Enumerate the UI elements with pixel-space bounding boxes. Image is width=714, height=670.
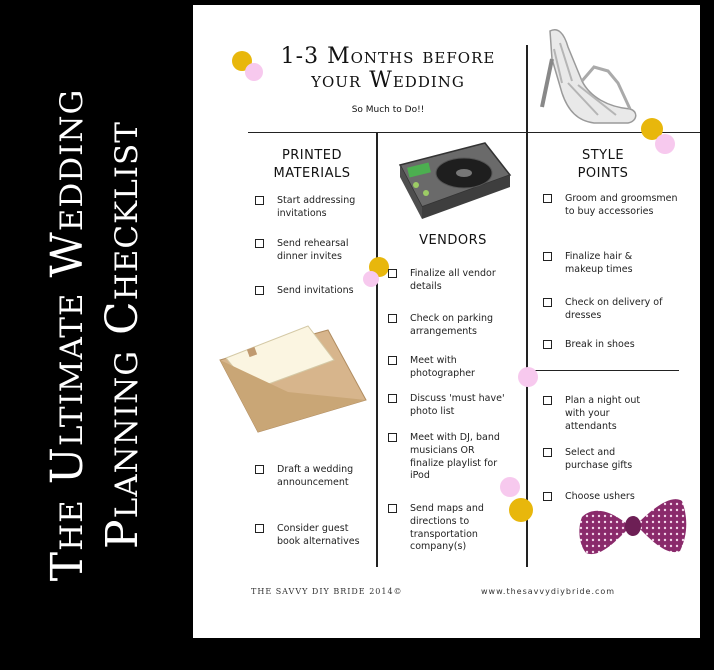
checklist-item[interactable]: Finalize hair & makeup times	[543, 251, 653, 277]
checklist-item[interactable]: Meet with DJ, band musicians OR finalize…	[388, 432, 506, 483]
checkbox[interactable]	[388, 356, 397, 365]
checklist-item[interactable]: Choose ushers	[543, 491, 673, 504]
checkbox[interactable]	[543, 252, 552, 261]
vertical-divider-right	[526, 132, 528, 567]
checkbox[interactable]	[543, 448, 552, 457]
checkbox[interactable]	[255, 524, 264, 533]
pink-dot	[655, 134, 675, 154]
checklist-item[interactable]: Plan a night out with your attendants	[543, 395, 653, 433]
checklist-item[interactable]: Check on parking arrangements	[388, 313, 520, 339]
side-title: The Ultimate Wedding Planning Checklist	[0, 0, 190, 670]
vendors-heading: VENDORS	[419, 233, 487, 248]
checkbox[interactable]	[388, 394, 397, 403]
checkbox[interactable]	[543, 194, 552, 203]
footer-copyright: THE SAVVY DIY BRIDE 2014©	[251, 587, 403, 596]
checkbox[interactable]	[543, 492, 552, 501]
style-points-heading: STYLE POINTS	[577, 148, 629, 181]
dj-turntable-icon	[398, 142, 512, 219]
checkbox[interactable]	[543, 298, 552, 307]
envelope-icon	[219, 325, 367, 433]
pink-dot	[518, 367, 538, 387]
gold-dot	[641, 118, 663, 140]
gold-dot	[509, 498, 533, 522]
checkbox[interactable]	[255, 196, 264, 205]
checkbox[interactable]	[255, 286, 264, 295]
style-section-divider	[533, 370, 679, 371]
pink-dot	[363, 271, 379, 287]
vertical-divider-top	[526, 45, 528, 133]
horizontal-divider	[248, 132, 700, 133]
side-title-line2: Planning Checklist	[97, 121, 148, 549]
page-subtitle: So Much to Do!!	[351, 105, 425, 115]
pink-dot	[245, 63, 263, 81]
page-title: 1-3 Months before your Wedding	[280, 44, 496, 94]
checklist-item[interactable]: Meet with photographer	[388, 355, 520, 381]
checkbox[interactable]	[255, 465, 264, 474]
checkbox[interactable]	[543, 396, 552, 405]
footer-website[interactable]: www.thesavvydiybride.com	[481, 587, 616, 596]
checkbox[interactable]	[388, 314, 397, 323]
checklist-item[interactable]: Groom and groomsmen to buy accessories	[543, 193, 678, 219]
checklist-item[interactable]: Send rehearsal dinner invites	[255, 238, 370, 264]
checklist-item[interactable]: Consider guest book alternatives	[255, 523, 370, 549]
checklist-item[interactable]: Select and purchase gifts	[543, 447, 653, 473]
pink-dot	[500, 477, 520, 497]
checklist-item[interactable]: Discuss 'must have' photo list	[388, 393, 520, 419]
checkbox[interactable]	[255, 239, 264, 248]
wedding-shoe-icon	[540, 29, 637, 124]
checkbox[interactable]	[388, 504, 397, 513]
checklist-item[interactable]: Draft a wedding announcement	[255, 464, 355, 490]
checklist-page: 1-3 Months before your Wedding So Much t…	[193, 5, 700, 638]
checklist-item[interactable]: Start addressing invitations	[255, 195, 370, 221]
checklist-item[interactable]: Send invitations	[255, 285, 370, 298]
checklist-item[interactable]: Check on delivery of dresses	[543, 297, 668, 323]
side-title-line1: The Ultimate Wedding	[42, 88, 93, 582]
printed-materials-heading: PRINTED MATERIALS	[273, 148, 351, 181]
checkbox[interactable]	[388, 269, 397, 278]
checklist-item[interactable]: Break in shoes	[543, 339, 668, 352]
bow-tie-icon	[579, 499, 687, 555]
vertical-divider-left	[376, 132, 378, 567]
checklist-item[interactable]: Send maps and directions to transportati…	[388, 503, 506, 554]
checklist-item[interactable]: Finalize all vendor details	[388, 268, 520, 294]
checkbox[interactable]	[388, 433, 397, 442]
checkbox[interactable]	[543, 340, 552, 349]
